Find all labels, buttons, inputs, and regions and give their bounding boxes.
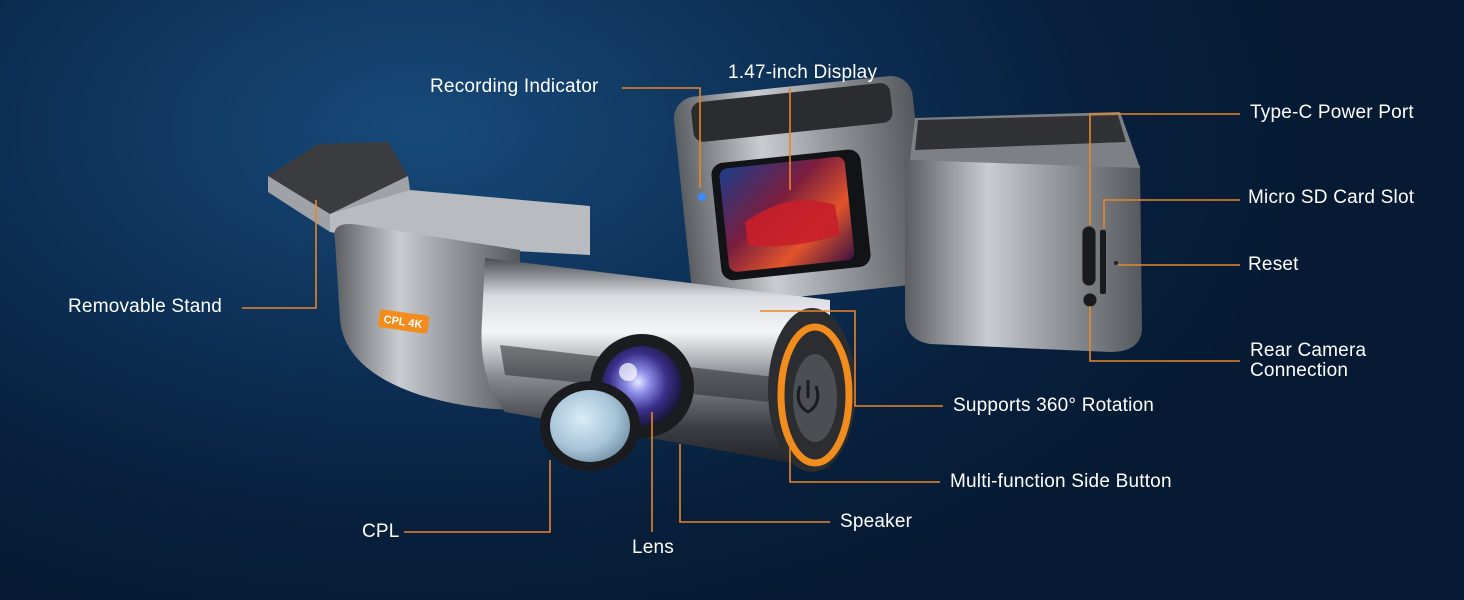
- rear-unit-top: [691, 83, 893, 142]
- label-lens: Lens: [632, 537, 675, 558]
- leader-rear-camera: [1089, 306, 1240, 362]
- power-block-cap: [915, 115, 1126, 150]
- label-display: 1.47-inch Display: [728, 62, 878, 83]
- leader-side-button: [789, 440, 940, 483]
- label-multi-function-side-button: Multi-function Side Button: [950, 471, 1172, 492]
- leader-stand: [242, 200, 317, 309]
- label-rear-camera-connection: Rear Camera Connection: [1250, 340, 1367, 381]
- cpl-4k-badge: CPL 4K: [378, 309, 430, 334]
- stand-pad: [268, 142, 408, 214]
- leader-rotation: [760, 310, 943, 407]
- badge-text: CPL 4K: [383, 314, 423, 331]
- power-icon: [796, 380, 820, 414]
- leader-recording-indicator: [622, 87, 701, 188]
- leader-type-c: [1089, 113, 1240, 225]
- label-micro-sd-card-slot: Micro SD Card Slot: [1248, 187, 1415, 208]
- leader-speaker: [679, 444, 830, 523]
- side-button: [793, 354, 837, 442]
- label-removable-stand: Removable Stand: [68, 296, 223, 317]
- label-supports-360-rotation: Supports 360° Rotation: [953, 395, 1155, 416]
- label-reset: Reset: [1248, 254, 1299, 275]
- type-c-port: [1081, 225, 1097, 287]
- label-recording-indicator: Recording Indicator: [430, 76, 599, 97]
- front-unit: CPL 4K: [268, 142, 856, 472]
- lens-highlight: [619, 363, 637, 381]
- rear-unit: [673, 75, 1142, 352]
- reset-hole: [1114, 261, 1118, 265]
- display-car-image: [745, 200, 840, 247]
- cpl-glass: [550, 390, 630, 462]
- label-type-c-power-port: Type-C Power Port: [1250, 102, 1414, 123]
- leader-cpl: [404, 460, 551, 533]
- power-block: [905, 160, 1142, 352]
- recording-indicator-led: [698, 193, 706, 201]
- label-speaker: Speaker: [840, 511, 913, 532]
- label-cpl: CPL: [362, 521, 400, 542]
- leader-sd-slot: [1103, 199, 1240, 228]
- rotation-ring: [777, 323, 853, 467]
- sd-card-slot: [1100, 230, 1106, 294]
- leader-lines: [242, 87, 1240, 533]
- rear-camera-port: [1082, 292, 1098, 308]
